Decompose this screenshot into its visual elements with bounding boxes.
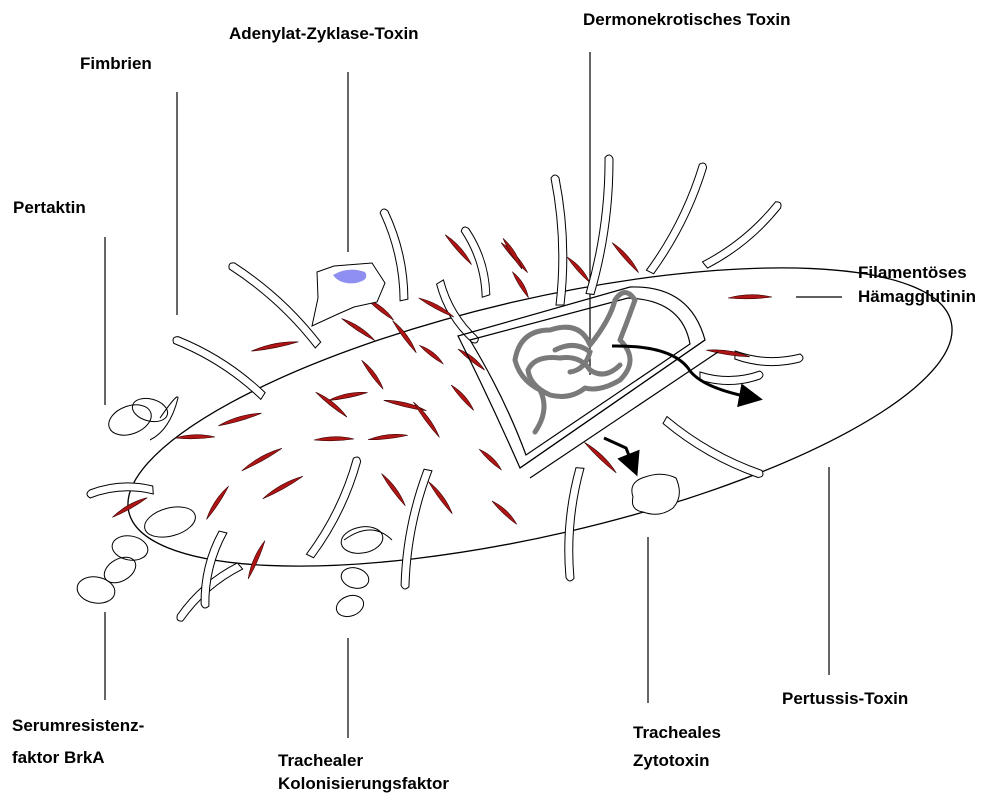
- fimbriae: [87, 155, 803, 621]
- adhesin-streak: [315, 390, 348, 419]
- adhesin-streak: [413, 400, 442, 438]
- fimbria-filament: [565, 468, 584, 581]
- zytotoxin-blob: [632, 474, 680, 514]
- adhesin-streak: [457, 347, 486, 372]
- adhesin-streak: [612, 241, 641, 274]
- adhesin-streak: [512, 270, 531, 298]
- label-tcf-line2: Kolonisierungsfaktor: [278, 771, 449, 796]
- adhesin-streak: [584, 440, 618, 474]
- fimbria-filament: [702, 202, 781, 268]
- label-ptx: Pertussis-Toxin: [782, 686, 908, 711]
- label-fha-line1: Filamentöses: [858, 260, 967, 285]
- adhesin-streak: [204, 485, 230, 520]
- cutaway: [458, 287, 718, 478]
- fimbria-filament: [663, 417, 763, 478]
- fimbria-filament: [551, 175, 567, 305]
- label-fha-line2: Hämagglutinin: [858, 284, 976, 309]
- adhesin-streak: [491, 499, 518, 526]
- adhesin-streak: [479, 447, 503, 471]
- fimbria-filament: [380, 209, 408, 301]
- label-dermo: Dermonekrotisches Toxin: [583, 7, 791, 32]
- label-fimbrien: Fimbrien: [80, 51, 152, 76]
- adhesin-streak: [361, 358, 385, 390]
- adhesin-streak: [328, 390, 368, 401]
- adhesin-streak: [392, 319, 418, 354]
- fimbria-filament: [87, 483, 153, 498]
- leader-lines: [105, 52, 842, 738]
- label-tcf-line1: Trachealer: [278, 748, 363, 773]
- fimbria-filament: [461, 227, 490, 297]
- adhesin-streak: [502, 237, 524, 270]
- adhesin-streak: [450, 383, 475, 412]
- adhesin-streak: [240, 446, 283, 471]
- adhesin-streak: [175, 435, 215, 439]
- adhesin-streak: [314, 437, 354, 441]
- adhesin-streak: [261, 474, 304, 499]
- fimbria-filament: [201, 531, 227, 608]
- adhesin-streak: [341, 316, 376, 342]
- fimbria-filament: [646, 163, 706, 274]
- adhesin-streak: [728, 295, 772, 299]
- fimbria-filament: [401, 469, 432, 589]
- adhesin-streak: [428, 480, 454, 515]
- fimbria-filament: [700, 371, 763, 385]
- adhesin-streak: [566, 255, 591, 284]
- label-serum-line1: Serumresistenz-: [12, 713, 144, 738]
- adhesin-streak: [217, 411, 262, 427]
- fimbria-filament: [306, 457, 360, 558]
- chromosome: [515, 293, 635, 433]
- fimbria-filament: [735, 351, 803, 366]
- adhesin-streak: [251, 340, 299, 352]
- label-tct-line2: Zytotoxin: [633, 748, 710, 773]
- label-tct-line1: Tracheales: [633, 720, 721, 745]
- fimbria-filament: [229, 263, 321, 348]
- adhesin-streak: [245, 540, 266, 580]
- label-serum-line2: faktor BrkA: [12, 745, 105, 770]
- pertaktin-loops: [75, 395, 392, 620]
- adhesin-streak: [381, 472, 407, 507]
- label-pertaktin: Pertaktin: [13, 195, 86, 220]
- adhesin-streak: [368, 433, 408, 441]
- fimbria-filament: [173, 337, 265, 400]
- label-adenylat: Adenylat-Zyklase-Toxin: [229, 21, 419, 46]
- adhesin-streak: [419, 343, 445, 365]
